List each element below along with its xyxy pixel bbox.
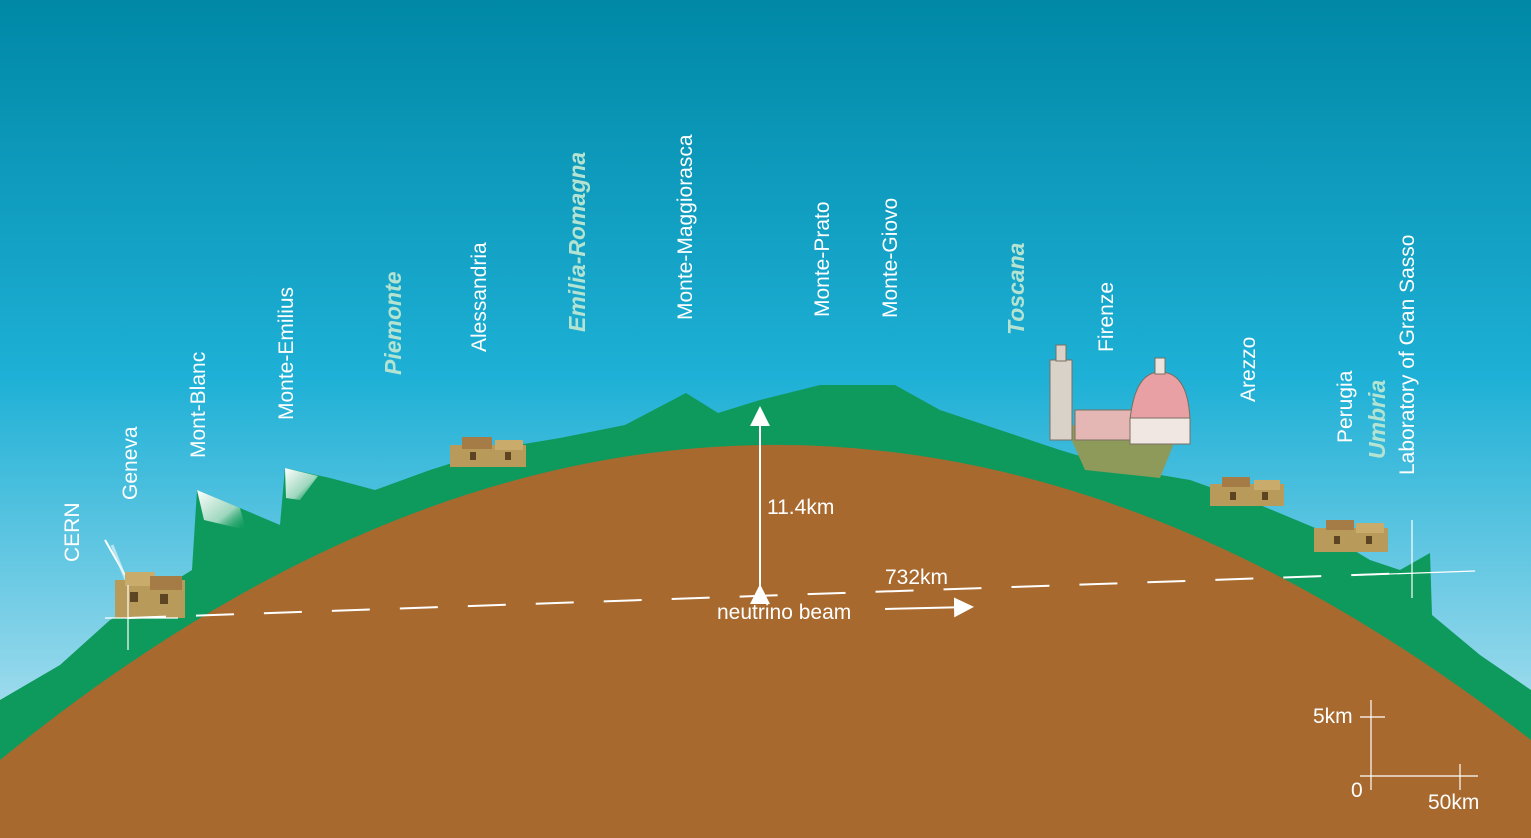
arezzo-town-illustration	[1210, 477, 1284, 506]
scale-bar	[1360, 700, 1478, 790]
label-umbria: Umbria	[1364, 380, 1390, 459]
beam-direction-arrow	[884, 597, 974, 618]
label-monte-emilius: Monte-Emilius	[275, 287, 298, 420]
alessandria-town-illustration	[450, 437, 526, 467]
geneva-town-illustration	[104, 539, 185, 618]
label-geneva: Geneva	[119, 426, 142, 500]
earth-cross-section	[0, 444, 1531, 838]
perugia-town-illustration	[1314, 520, 1388, 552]
scale-origin-label: 0	[1351, 779, 1363, 802]
label-alessandria: Alessandria	[468, 242, 491, 352]
label-perugia: Perugia	[1334, 370, 1357, 443]
label-firenze: Firenze	[1095, 282, 1118, 352]
label-cern: CERN	[61, 502, 84, 562]
neutrino-beam-line	[127, 572, 1413, 619]
label-piemonte: Piemonte	[380, 271, 406, 375]
label-emilia-romagna: Emilia-Romagna	[564, 152, 590, 332]
label-toscana: Toscana	[1003, 242, 1029, 335]
label-gran-sasso: Laboratory of Gran Sasso	[1396, 235, 1419, 475]
scale-horizontal-label: 50km	[1428, 791, 1479, 814]
label-monte-maggiorasca: Monte-Maggiorasca	[674, 134, 697, 320]
beam-length-label: 732km	[885, 566, 948, 589]
scale-vertical-label: 5km	[1313, 705, 1353, 728]
monte-emilius-snow	[285, 468, 318, 500]
mont-blanc-snow	[197, 490, 246, 530]
label-arezzo: Arezzo	[1237, 337, 1260, 402]
neutrino-beam-label: neutrino beam	[717, 601, 851, 624]
label-monte-giovo: Monte-Giovo	[879, 198, 902, 318]
label-mont-blanc: Mont-Blanc	[187, 352, 210, 458]
depth-label: 11.4km	[767, 496, 834, 519]
firenze-cathedral-illustration	[1049, 344, 1191, 478]
label-monte-prato: Monte-Prato	[811, 201, 834, 317]
